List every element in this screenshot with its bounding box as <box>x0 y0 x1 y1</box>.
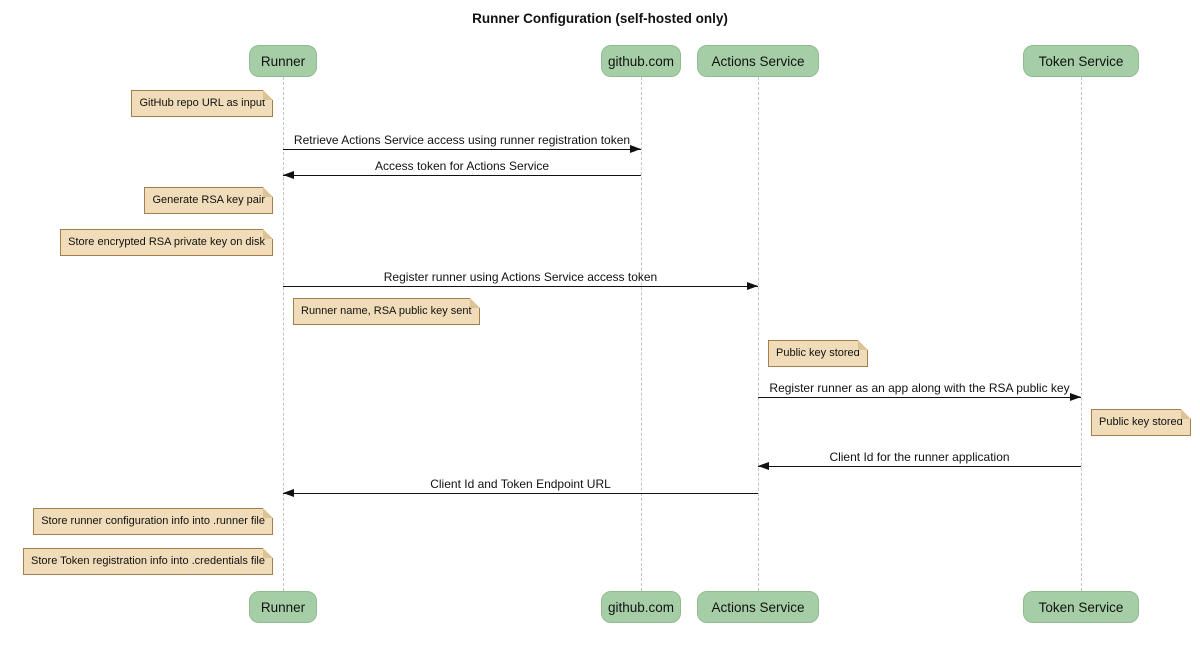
lifeline-runner <box>283 77 284 591</box>
arrowhead-icon <box>283 489 294 497</box>
arrowhead-icon <box>283 171 294 179</box>
participant-top-token: Token Service <box>1023 45 1139 77</box>
participant-bottom-runner: Runner <box>249 591 317 623</box>
note-text: Generate RSA key pair <box>152 194 265 206</box>
arrowhead-icon <box>747 282 758 290</box>
note-fold-corner <box>263 548 273 558</box>
note-text: Runner name, RSA public key sent <box>301 305 472 317</box>
note-fold-corner <box>263 508 273 518</box>
note: Store Token registration info into .cred… <box>23 548 273 575</box>
arrowhead-icon <box>1070 393 1081 401</box>
note-text: Public key stored <box>1099 416 1183 428</box>
message-line <box>283 149 641 150</box>
message-line <box>283 175 641 176</box>
participant-bottom-github: github.com <box>601 591 681 623</box>
note: Store runner configuration info into .ru… <box>33 508 273 535</box>
arrowhead-icon <box>630 145 641 153</box>
message-label: Register runner as an app along with the… <box>769 381 1070 395</box>
note-text: Store Token registration info into .cred… <box>31 555 265 567</box>
participant-bottom-token: Token Service <box>1023 591 1139 623</box>
lifeline-actions <box>758 77 759 591</box>
message-label: Retrieve Actions Service access using ru… <box>293 133 631 147</box>
participant-bottom-actions: Actions Service <box>697 591 819 623</box>
message-line <box>283 493 758 494</box>
note-text: GitHub repo URL as input <box>139 97 265 109</box>
lifeline-github <box>641 77 642 591</box>
participant-top-runner: Runner <box>249 45 317 77</box>
message-line <box>283 286 758 287</box>
note-fold-corner <box>263 90 273 100</box>
note: Store encrypted RSA private key on disk <box>60 229 273 256</box>
note-fold-corner <box>263 187 273 197</box>
note-fold-corner <box>263 229 273 239</box>
note-fold-corner <box>1180 409 1191 419</box>
message-label: Register runner using Actions Service ac… <box>383 270 658 284</box>
lifeline-token <box>1081 77 1082 591</box>
note-text: Store encrypted RSA private key on disk <box>68 236 265 248</box>
note-text: Store runner configuration info into .ru… <box>41 515 265 527</box>
message-line <box>758 397 1081 398</box>
note-text: Public key stored <box>776 347 860 359</box>
message-label: Access token for Actions Service <box>374 159 550 173</box>
note: Public key stored <box>768 340 868 367</box>
note: Generate RSA key pair <box>144 187 273 214</box>
participant-top-actions: Actions Service <box>697 45 819 77</box>
note-fold-corner <box>469 298 480 308</box>
message-label: Client Id for the runner application <box>829 450 1010 464</box>
note: Runner name, RSA public key sent <box>293 298 480 325</box>
message-label: Client Id and Token Endpoint URL <box>430 477 611 491</box>
note: Public key stored <box>1091 409 1191 436</box>
note-fold-corner <box>857 340 868 350</box>
participant-top-github: github.com <box>601 45 681 77</box>
arrowhead-icon <box>758 462 769 470</box>
note: GitHub repo URL as input <box>131 90 273 117</box>
diagram-title: Runner Configuration (self-hosted only) <box>472 11 728 26</box>
message-line <box>758 466 1081 467</box>
